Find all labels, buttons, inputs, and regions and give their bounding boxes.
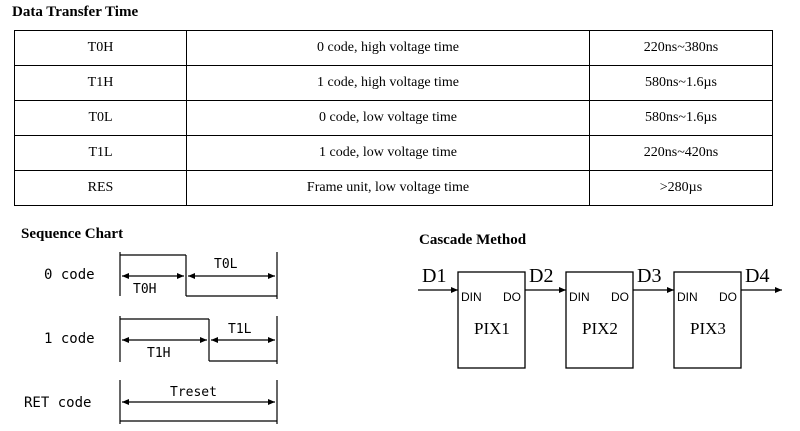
- pixel-boxes: [457, 271, 742, 369]
- t0l-label: T0L: [214, 257, 238, 272]
- param-value: 220ns~380ns: [589, 30, 773, 66]
- waveform-ret-code: [119, 380, 278, 424]
- d4-label: D4: [745, 265, 769, 287]
- param-value: 220ns~420ns: [589, 135, 773, 171]
- sequence-title: Sequence Chart: [21, 226, 124, 242]
- pix3-din: DIN: [677, 290, 698, 304]
- transfer-title: Data Transfer Time: [12, 4, 139, 20]
- t0h-label: T0H: [133, 282, 156, 297]
- param-value: >280µs: [589, 170, 773, 206]
- pix3-do: DO: [719, 290, 737, 304]
- param-name: T0H: [14, 30, 187, 66]
- seq-label-1-code: 1 code: [44, 331, 95, 347]
- param-desc: Frame unit, low voltage time: [186, 170, 590, 206]
- table-row: T1H 1 code, high voltage time 580ns~1.6µ…: [14, 65, 773, 101]
- table-row: T1L 1 code, low voltage time 220ns~420ns: [14, 135, 773, 171]
- pix1-do: DO: [503, 290, 521, 304]
- waveform-1-code: [119, 316, 278, 364]
- d1-label: D1: [422, 265, 446, 287]
- pix3-box: [673, 271, 742, 369]
- param-name: RES: [14, 170, 187, 206]
- pix1-name: PIX1: [474, 319, 510, 338]
- pix2-do: DO: [611, 290, 629, 304]
- param-desc: 0 code, high voltage time: [186, 30, 590, 66]
- seq-label-0-code: 0 code: [44, 267, 95, 283]
- timing-table: T0H 0 code, high voltage time 220ns~380n…: [14, 30, 773, 206]
- pix2-box: [565, 271, 634, 369]
- t1h-label: T1H: [147, 346, 170, 361]
- pix3-name: PIX3: [690, 319, 726, 338]
- seq-label-ret-code: RET code: [24, 395, 92, 411]
- param-desc: 1 code, low voltage time: [186, 135, 590, 171]
- table-row: RES Frame unit, low voltage time >280µs: [14, 170, 773, 206]
- cascade-title: Cascade Method: [419, 232, 527, 248]
- d3-label: D3: [637, 265, 661, 287]
- pix2-name: PIX2: [582, 319, 618, 338]
- t1l-label: T1L: [228, 322, 252, 337]
- param-name: T1L: [14, 135, 187, 171]
- param-desc: 0 code, low voltage time: [186, 100, 590, 136]
- d2-label: D2: [529, 265, 553, 287]
- param-name: T0L: [14, 100, 187, 136]
- table-row: T0H 0 code, high voltage time 220ns~380n…: [14, 30, 773, 66]
- pix1-din: DIN: [461, 290, 482, 304]
- treset-label: Treset: [170, 385, 217, 400]
- param-desc: 1 code, high voltage time: [186, 65, 590, 101]
- waveform-0-code: [119, 252, 278, 299]
- param-name: T1H: [14, 65, 187, 101]
- pix1-box: [457, 271, 526, 369]
- pix2-din: DIN: [569, 290, 590, 304]
